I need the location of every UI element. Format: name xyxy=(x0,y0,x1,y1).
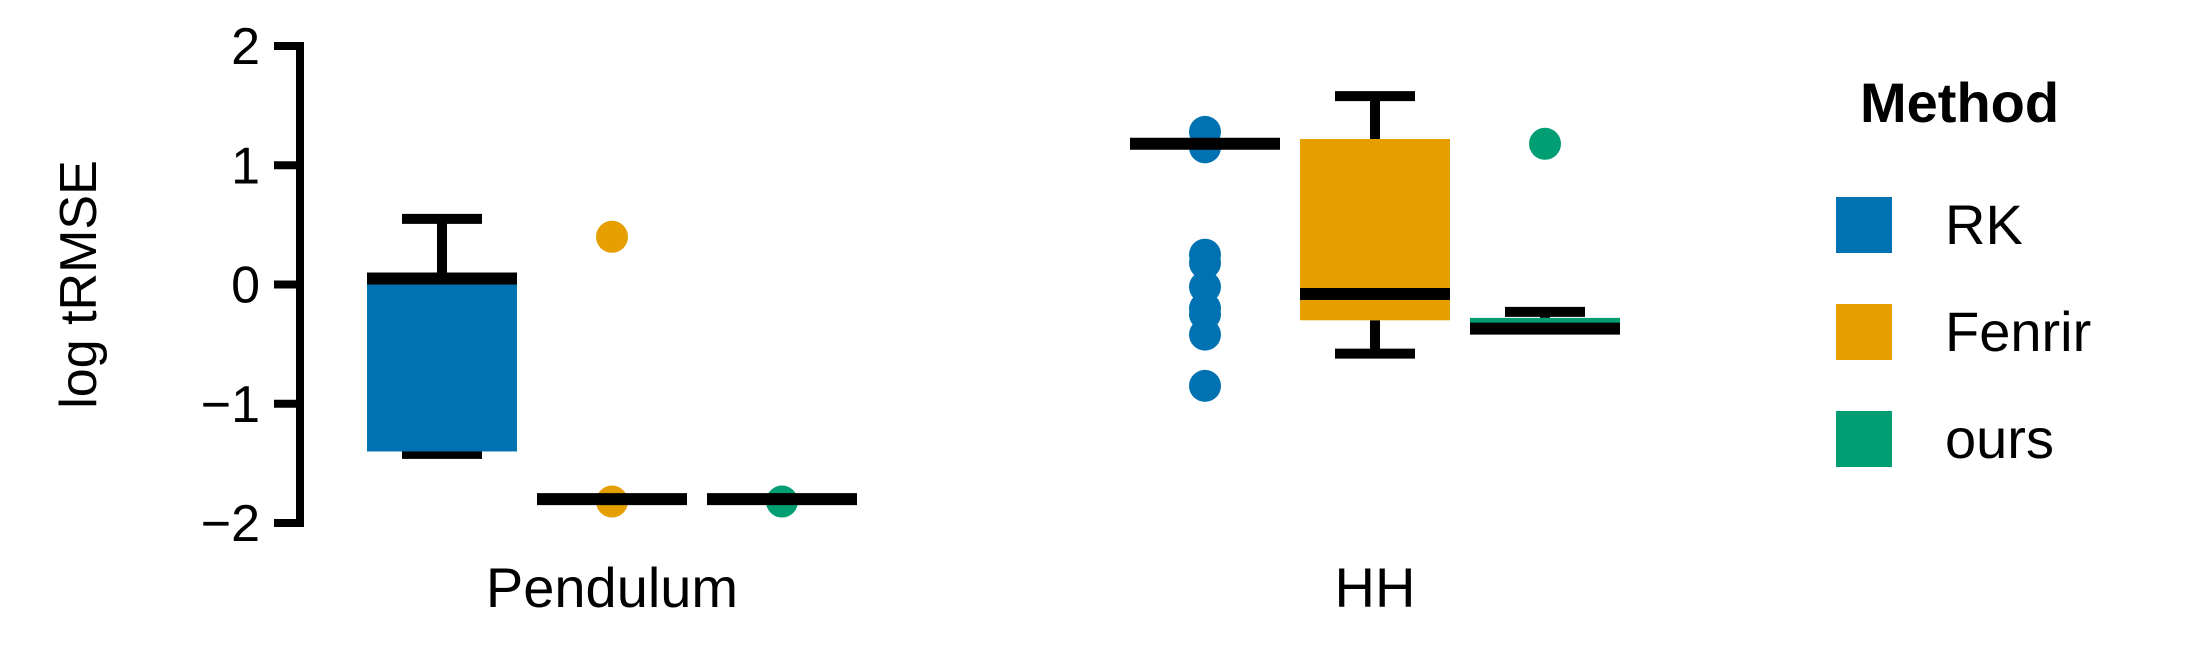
x-category-label: Pendulum xyxy=(486,556,738,619)
box-ours-pendulum xyxy=(707,485,857,518)
outlier-point xyxy=(1189,247,1221,280)
outlier-point xyxy=(1189,318,1221,351)
y-axis: 2 1 0 −1 −2 log tRMSE xyxy=(50,18,304,553)
outlier-point xyxy=(1189,369,1221,402)
outlier-point xyxy=(596,220,628,253)
x-axis-category-labels: Pendulum HH xyxy=(486,556,1416,619)
legend-swatch xyxy=(1836,304,1892,360)
legend-label: RK xyxy=(1945,193,2023,256)
legend-item-ours: ours xyxy=(1836,407,2054,470)
y-tick-label: −1 xyxy=(201,376,260,434)
y-axis-label: log tRMSE xyxy=(50,160,108,409)
box-body xyxy=(367,276,517,452)
x-category-label: HH xyxy=(1335,556,1416,619)
legend-item-fenrir: Fenrir xyxy=(1836,300,2091,363)
y-tick-label: 1 xyxy=(231,137,260,195)
y-tick-label: 2 xyxy=(231,18,260,76)
y-tick-label: 0 xyxy=(231,257,260,315)
box-fenrir-hh xyxy=(1300,91,1450,359)
legend-swatch xyxy=(1836,411,1892,467)
plot-area xyxy=(367,91,1620,518)
legend-item-rk: RK xyxy=(1836,193,2023,256)
box-rk-pendulum xyxy=(367,213,517,459)
y-tick-label: −2 xyxy=(201,495,260,553)
box-fenrir-pendulum xyxy=(537,220,687,518)
legend-swatch xyxy=(1836,197,1892,253)
box-rk-hh xyxy=(1130,115,1280,402)
outlier-point xyxy=(1529,127,1561,160)
legend-label: Fenrir xyxy=(1945,300,2091,363)
legend-label: ours xyxy=(1945,407,2054,470)
legend-title: Method xyxy=(1860,71,2059,134)
box-ours-hh xyxy=(1470,127,1620,335)
